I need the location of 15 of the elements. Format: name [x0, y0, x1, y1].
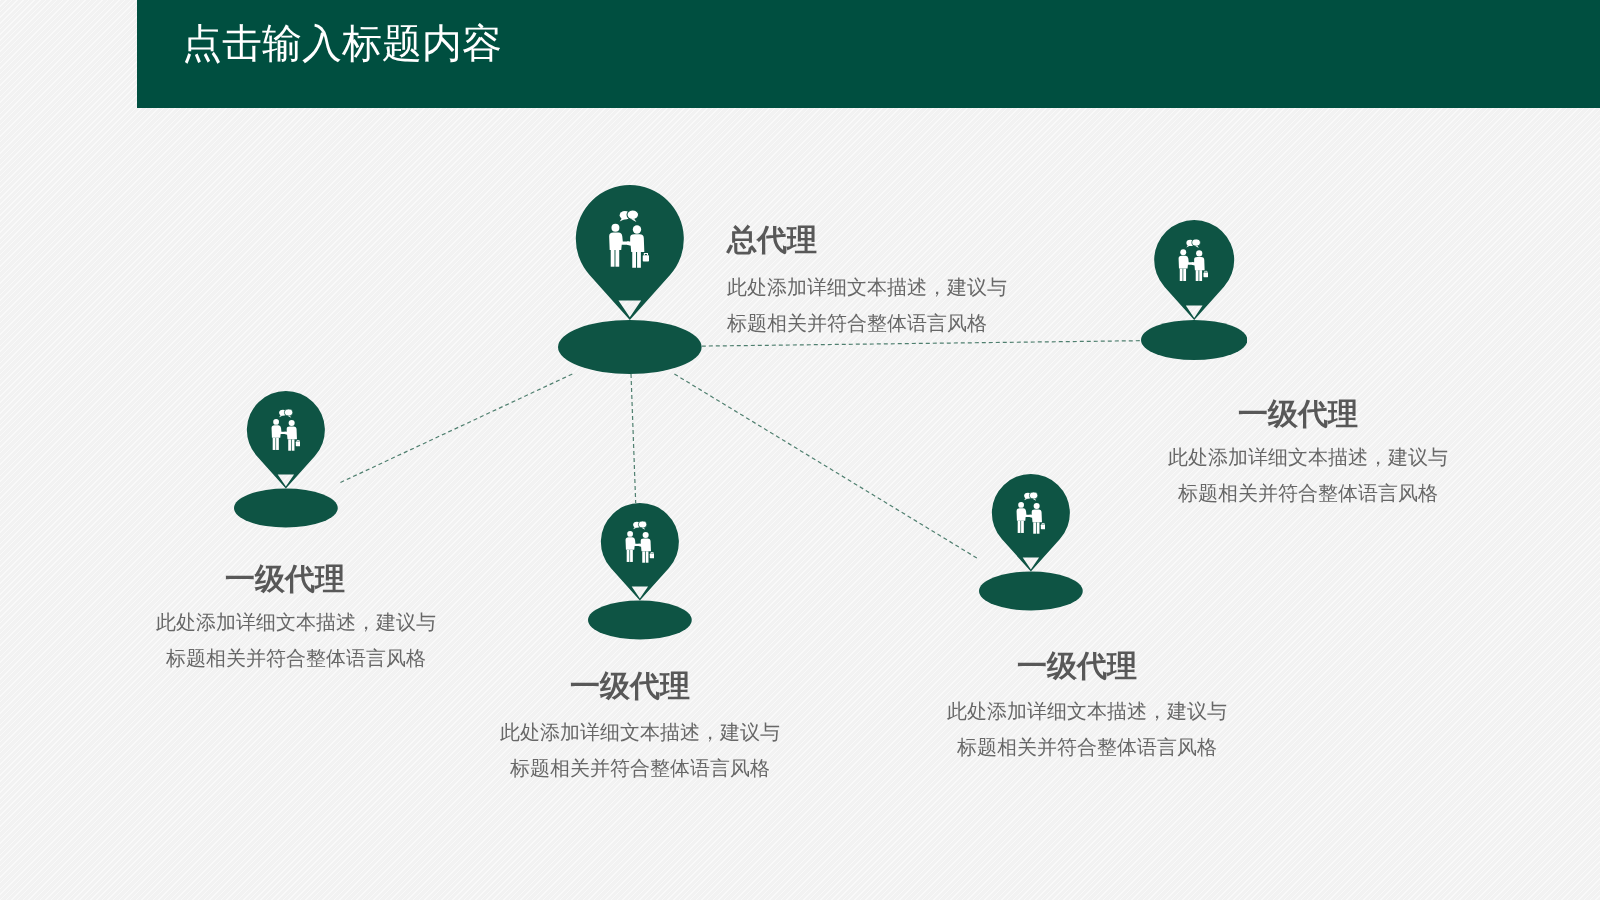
node-heading: 总代理 — [727, 223, 817, 257]
dashed-connector — [337, 373, 573, 485]
node-heading: 一级代理 — [570, 669, 690, 703]
dashed-connector — [701, 340, 1142, 347]
dashed-connector — [673, 373, 980, 560]
node-heading: 一级代理 — [1238, 397, 1358, 431]
node-description: 此处添加详细文本描述，建议与标题相关并符合整体语言风格 — [499, 719, 781, 782]
node-description: 此处添加详细文本描述，建议与标题相关并符合整体语言风格 — [727, 274, 1008, 337]
slide-title: 点击输入标题内容 — [182, 20, 502, 66]
node-heading: 一级代理 — [225, 562, 345, 596]
node-description: 此处添加详细文本描述，建议与标题相关并符合整体语言风格 — [155, 609, 437, 672]
dashed-connector — [630, 373, 637, 504]
node-description: 此处添加详细文本描述，建议与标题相关并符合整体语言风格 — [1167, 444, 1449, 507]
node-heading: 一级代理 — [1017, 649, 1137, 683]
node-description: 此处添加详细文本描述，建议与标题相关并符合整体语言风格 — [946, 698, 1228, 761]
